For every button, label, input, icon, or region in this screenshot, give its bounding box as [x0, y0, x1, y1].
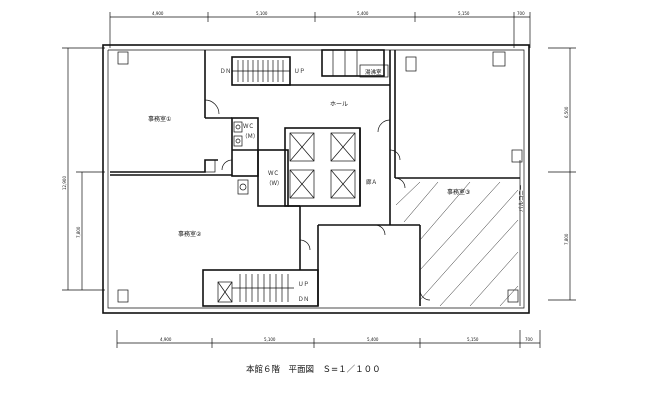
dim-right-lower: 7,800	[564, 233, 569, 245]
office3-label: 事務室③	[447, 188, 470, 196]
door-swings	[204, 99, 431, 301]
office2-label: 事務室②	[178, 230, 202, 238]
office1-label: 事務室①	[148, 115, 171, 123]
dim-left-total: 12,900	[62, 176, 67, 190]
hall-label: ホール	[330, 101, 348, 108]
side-dimension-lines: 12,900 7,800 6,500 7,800	[62, 47, 576, 301]
corridor-label: 廊Ａ	[366, 178, 377, 186]
dim-top-2: 5,100	[256, 11, 268, 16]
balcony-label: バルコニー	[518, 185, 525, 212]
stairs-top-up-label: ＵＰ	[294, 68, 305, 75]
dim-right-upper: 6,500	[564, 106, 569, 118]
wc-fixtures	[233, 121, 249, 195]
top-dimension-line: 4,900 5,100 5,400 5,150 700	[109, 11, 531, 48]
dim-top-5: 700	[517, 11, 525, 16]
dim-bottom-3: 5,400	[367, 337, 379, 342]
storage-label: 湯沸室	[365, 68, 382, 76]
dim-left-lower: 7,800	[76, 226, 81, 238]
stairs-top-dn-label: ＤＮ	[220, 68, 231, 75]
dim-bottom-1: 4,900	[160, 337, 172, 342]
dim-top-3: 5,400	[357, 11, 369, 16]
wc-w-label: ＷＣ	[268, 170, 279, 177]
interior-walls	[110, 49, 523, 307]
drawing-title: 本館６階 平面図 Ｓ=１／１００	[246, 364, 381, 375]
wc-m-sub-label: （Ｍ）	[242, 133, 259, 140]
exterior-walls	[102, 44, 530, 314]
bottom-dimension-line: 4,900 5,100 5,400 5,150 700	[116, 330, 541, 348]
dim-bottom-4: 5,150	[467, 337, 479, 342]
dim-top-1: 4,900	[152, 11, 164, 16]
stairs-top: ＤＮ ＵＰ	[220, 60, 305, 82]
stairs-bottom-up-label: ＵＰ	[298, 281, 309, 288]
room-labels: 事務室① 事務室② 事務室③ ホール ＷＣ （Ｍ） ＷＣ （Ｗ） 湯沸室 廊Ａ …	[148, 68, 525, 238]
dim-top-4: 5,150	[458, 11, 470, 16]
dim-bottom-5: 700	[525, 337, 533, 342]
dim-bottom-2: 5,100	[264, 337, 276, 342]
office3-hatch	[395, 181, 519, 307]
wc-m-label: ＷＣ	[243, 123, 254, 130]
stairs-bottom: ＵＰ ＤＮ	[217, 274, 309, 303]
wc-w-sub-label: （Ｗ）	[266, 180, 283, 187]
stairs-bottom-dn-label: ＤＮ	[298, 296, 309, 303]
